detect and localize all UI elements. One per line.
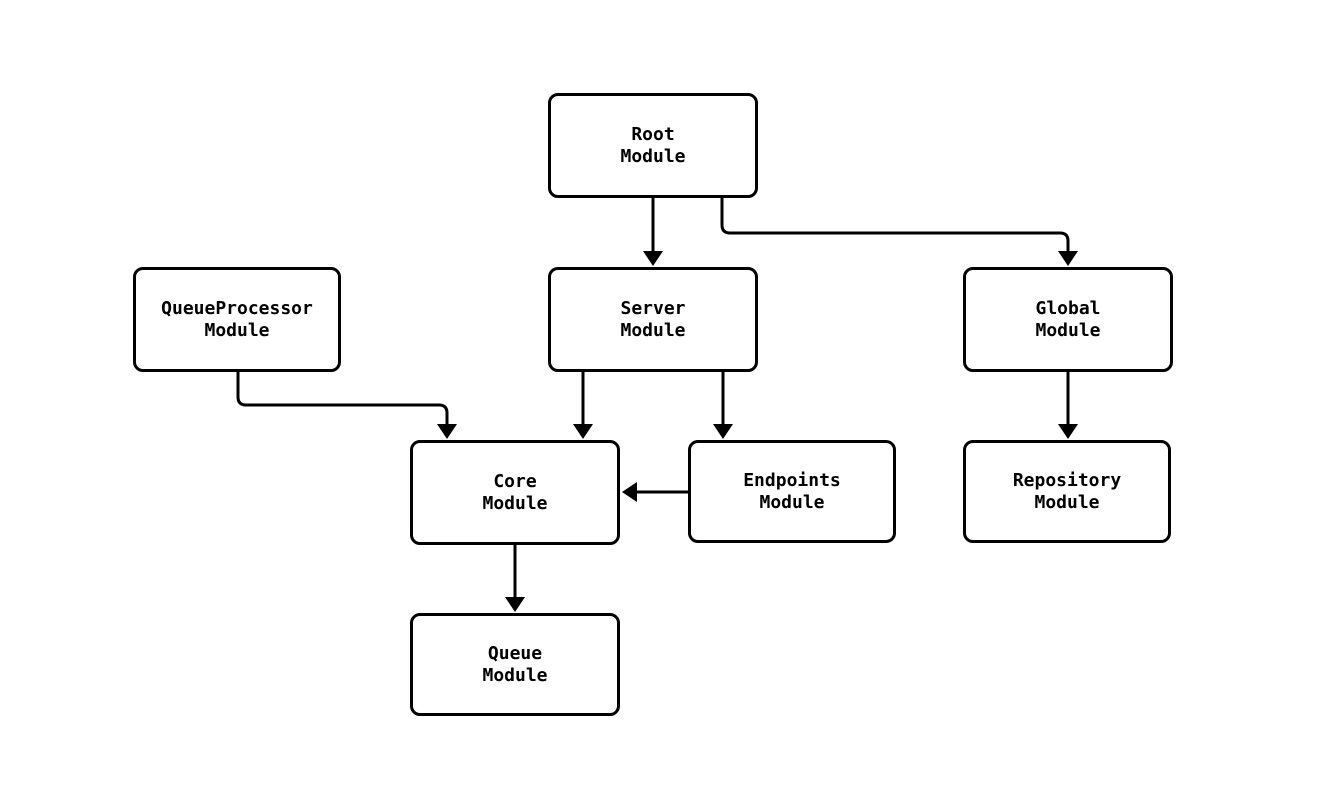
node-endpoints-module: Endpoints Module (688, 440, 896, 543)
edge-endpoints-to-core (622, 482, 690, 502)
node-label: Module (482, 492, 548, 514)
edge-core-to-queue (505, 543, 525, 612)
node-label: QueueProcessor (161, 297, 313, 319)
arrowhead-down-icon (713, 424, 733, 439)
arrowhead-down-icon (505, 597, 525, 612)
node-label: Queue (487, 642, 543, 664)
edge-queueprocessor-to-core (236, 370, 457, 439)
arrowhead-down-icon (643, 251, 663, 266)
node-label: Module (1035, 319, 1101, 341)
edge-root-to-global (720, 196, 1078, 266)
node-label: Module (620, 319, 686, 341)
edge-root-to-server (643, 196, 663, 266)
node-label: Endpoints (743, 469, 841, 491)
node-queue-module: Queue Module (410, 613, 620, 716)
node-label: Module (204, 319, 270, 341)
node-server-module: Server Module (548, 267, 758, 372)
node-label: Module (620, 145, 686, 167)
edge-server-to-endpoints (713, 370, 733, 439)
node-repository-module: Repository Module (963, 440, 1171, 543)
node-queueprocessor-module: QueueProcessor Module (133, 267, 341, 372)
node-root-module: Root Module (548, 93, 758, 198)
arrowhead-down-icon (1058, 424, 1078, 439)
node-label: Module (482, 664, 548, 686)
node-core-module: Core Module (410, 440, 620, 545)
arrowhead-left-icon (622, 482, 637, 502)
edge-global-to-repository (1058, 370, 1078, 439)
node-label: Core (493, 470, 537, 492)
node-label: Root (631, 123, 675, 145)
node-label: Module (759, 491, 825, 513)
node-label: Server (620, 297, 686, 319)
arrowhead-down-icon (1058, 251, 1078, 266)
node-label: Global (1035, 297, 1101, 319)
node-global-module: Global Module (963, 267, 1173, 372)
arrowhead-down-icon (437, 424, 457, 439)
arrowhead-down-icon (573, 424, 593, 439)
node-label: Repository (1012, 469, 1122, 491)
edge-server-to-core (573, 370, 593, 439)
node-label: Module (1034, 491, 1100, 513)
